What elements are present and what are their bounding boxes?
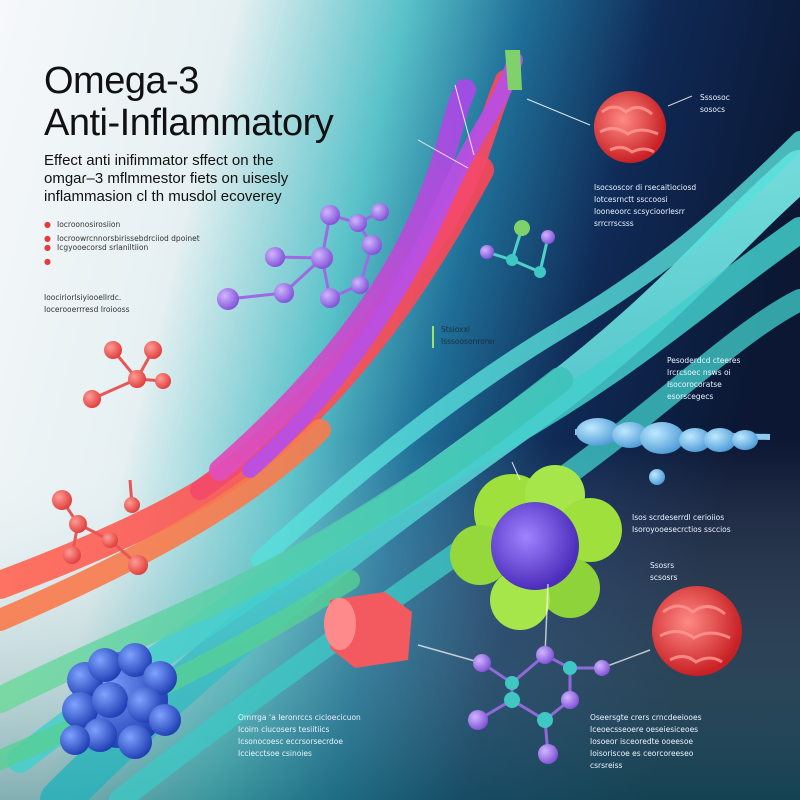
annotation-mid-right-1: Isocsoscor di rsecaitiociosd Iotcesrnctt… xyxy=(594,183,697,228)
green-purple-cell xyxy=(450,465,622,630)
hex-molecule-atoms xyxy=(468,646,610,764)
bullet-item: ●Iocroowrcnnorsbirissebdrciiod dpoinet xyxy=(44,234,200,243)
annotation-right-3: Isos scrdeserrdl cerioiios Isoroyooesecr… xyxy=(632,513,731,534)
subtitle-line: Effect anti inifimmator sffect on the xyxy=(44,152,274,169)
magenta-fiber-bundle xyxy=(209,52,523,481)
bead-chain xyxy=(574,418,771,485)
bullet-item: ●Icgyooecorsd srlaniltiion xyxy=(44,243,149,252)
annotation-bottom-left: Omrrga ‘a Ieronrccs cicioecicuon Icoirn … xyxy=(238,713,361,758)
title-line-1: Omega-3 xyxy=(44,60,199,102)
red-cell-top xyxy=(594,91,666,163)
coral-molecule-atoms xyxy=(52,341,171,575)
fiber-tip xyxy=(505,50,522,90)
annotation-bottom-right: Oseersgte crers crncdeeiooes Iceoecsseoe… xyxy=(590,713,702,770)
left-note: Ioociriorlsiyiooellrdc. Iocerooerrresd I… xyxy=(44,293,130,314)
tissue-chunk xyxy=(324,592,412,668)
purple-molecule-atoms xyxy=(217,203,389,310)
subtitle-line: inflammasion cl th musdol ecoverey xyxy=(44,188,282,205)
bullet-item: ● xyxy=(44,257,51,266)
annotation-center: Stsioxxl Isssoosonrorer xyxy=(441,325,496,346)
subtitle: Effect anti inifimmator sffect on the om… xyxy=(44,152,344,206)
blue-protein-cluster xyxy=(60,643,181,759)
callout-lines xyxy=(417,84,591,481)
subtitle-line: omgaɾ–3 mflmmestor fiets on uisesly xyxy=(44,170,289,187)
annotation-right-4: Ssosrs scsosrs xyxy=(650,561,678,582)
center-note-bar xyxy=(432,326,434,348)
annotation-top-right: Sssosoc sosocs xyxy=(700,93,730,114)
annotation-mid-right-2: Pesoderdcd cteeres Ircrcsoec nsws oi Iso… xyxy=(667,356,741,401)
red-cell-bottom xyxy=(652,586,742,676)
title-line-2: Anti-Inflammatory xyxy=(44,102,334,144)
bullet-item: ●Iocroonosirosiion xyxy=(44,220,121,229)
